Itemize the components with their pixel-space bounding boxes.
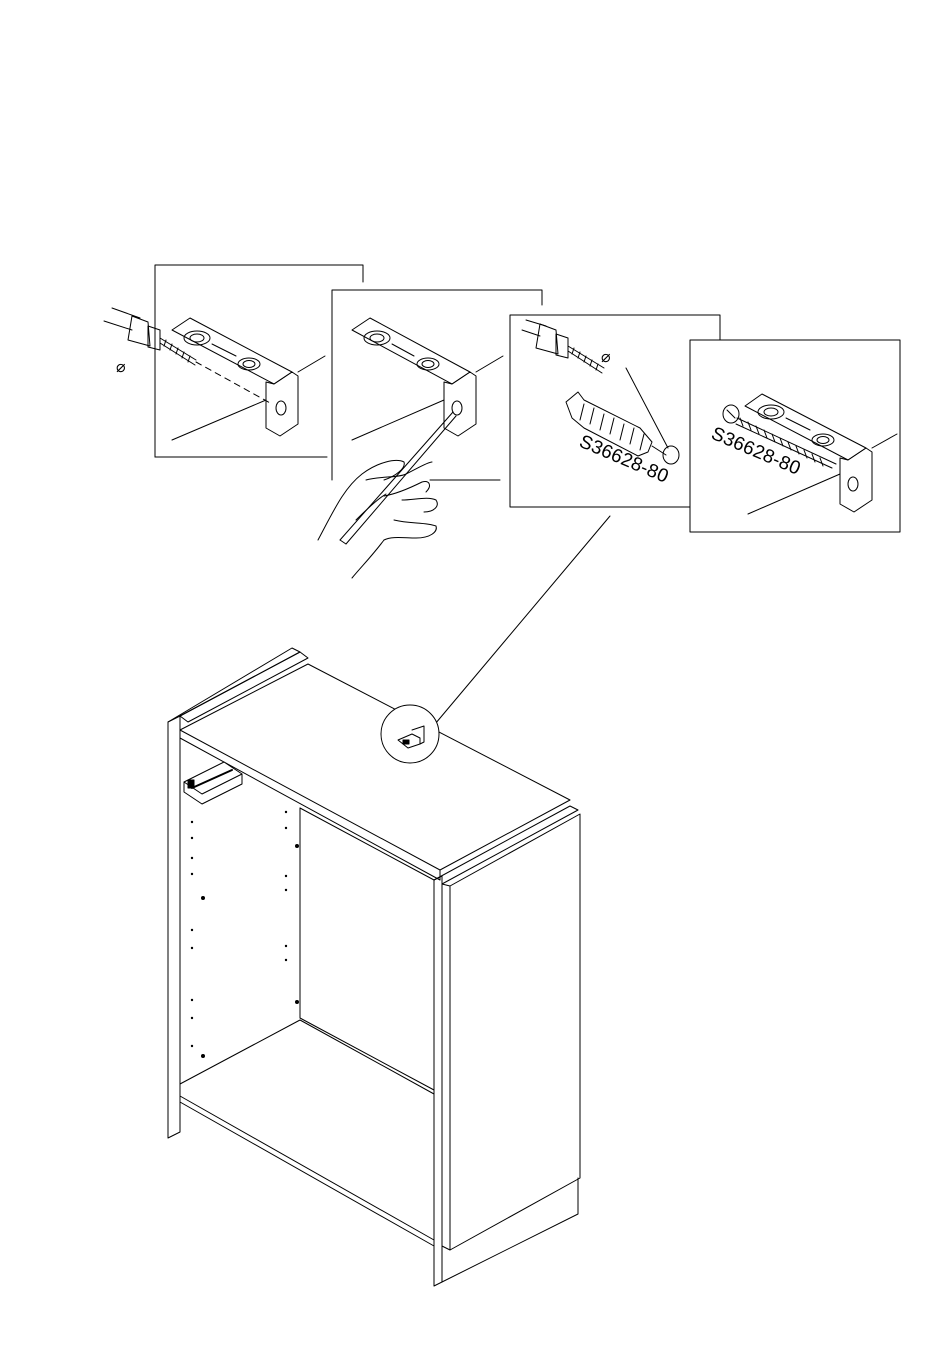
shelf-pin-holes — [191, 811, 299, 1058]
fasten-screw-panel: S36628-80 — [690, 340, 900, 532]
panel-frame — [510, 315, 720, 507]
wall-edge — [298, 356, 325, 372]
mark-position-panel — [318, 290, 542, 578]
drawer-runner — [184, 762, 242, 804]
insert-plug-panel: ⌀ S36628-80 — [430, 315, 720, 730]
angle-bracket — [172, 318, 298, 436]
drill-diameter-symbol: ⌀ — [116, 359, 126, 376]
drill-hole-panel: ⌀ — [104, 265, 363, 457]
callout-line — [430, 516, 610, 730]
left-side-panel — [168, 716, 180, 1138]
hand-illustration — [318, 461, 437, 579]
drill-tool — [104, 308, 272, 404]
bottom-shelf — [180, 1020, 434, 1240]
right-side-panel — [434, 876, 442, 1286]
wall-edge — [352, 400, 444, 440]
cabinet-body — [168, 648, 580, 1286]
angle-bracket — [352, 318, 476, 436]
wall-edge — [476, 356, 503, 372]
bracket-detail-circle — [381, 705, 439, 763]
cabinet-door — [450, 814, 580, 1250]
drill-diameter-symbol: ⌀ — [601, 349, 611, 366]
wall-edge — [172, 400, 266, 440]
